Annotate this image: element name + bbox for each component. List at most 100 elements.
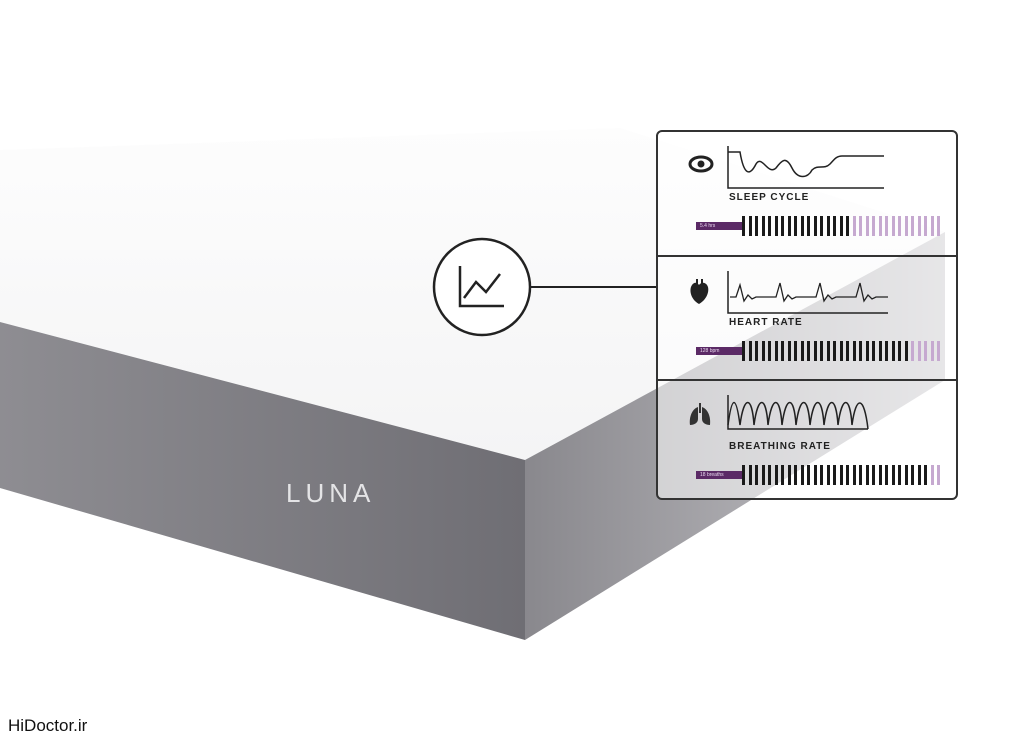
- bar-filled: [748, 465, 752, 485]
- bar-filled: [878, 341, 882, 361]
- heart-icon: [690, 279, 709, 304]
- bar-filled: [768, 216, 771, 236]
- bar-filled: [846, 216, 849, 236]
- bar-filled: [781, 341, 784, 361]
- bar-filled: [865, 341, 869, 361]
- bar-filled: [846, 465, 849, 485]
- bar-empty: [865, 216, 869, 236]
- bar-filled: [852, 341, 856, 361]
- bar-filled: [813, 341, 817, 361]
- bar-filled: [826, 216, 830, 236]
- bar-filled: [800, 465, 804, 485]
- metric-sleep-cycle: SLEEP CYCLE 5.4 hrs: [658, 132, 956, 254]
- bar-filled: [781, 465, 784, 485]
- mattress-front-side: [0, 322, 525, 640]
- bar-empty: [878, 216, 882, 236]
- metric-value: 18 breaths: [696, 471, 744, 479]
- progress-bars: [742, 216, 940, 236]
- bar-filled: [859, 341, 862, 361]
- bar-empty: [911, 216, 914, 236]
- bar-empty: [930, 341, 934, 361]
- bar-filled: [794, 465, 797, 485]
- bar-filled: [885, 341, 888, 361]
- bar-filled: [859, 465, 862, 485]
- brand-logo: LUNA: [286, 478, 376, 508]
- bar-filled: [748, 216, 752, 236]
- bar-filled: [917, 465, 921, 485]
- bar-filled: [826, 341, 830, 361]
- bar-filled: [891, 465, 895, 485]
- bar-empty: [872, 216, 875, 236]
- sleep-cycle-graph: [727, 146, 884, 189]
- chart-circle-icon: [432, 237, 532, 337]
- bar-filled: [748, 341, 752, 361]
- bar-empty: [930, 465, 934, 485]
- bar-filled: [761, 465, 765, 485]
- bar-filled: [787, 341, 791, 361]
- bar-empty: [904, 216, 908, 236]
- bar-filled: [781, 216, 784, 236]
- bar-filled: [742, 216, 745, 236]
- heart-rate-graph: [727, 271, 888, 314]
- breathing-rate-graph: [727, 395, 869, 430]
- bar-filled: [852, 465, 856, 485]
- bar-empty: [917, 341, 921, 361]
- bar-filled: [833, 341, 836, 361]
- metric-value: 5.4 hrs: [696, 222, 744, 230]
- bar-filled: [820, 465, 823, 485]
- bar-filled: [878, 465, 882, 485]
- bar-filled: [807, 341, 810, 361]
- bar-filled: [813, 465, 817, 485]
- bar-empty: [924, 216, 927, 236]
- progress-bars: [742, 341, 940, 361]
- eye-icon: [688, 155, 714, 173]
- bar-filled: [768, 341, 771, 361]
- metric-breathing-rate: BREATHING RATE 18 breaths: [658, 379, 956, 503]
- bar-filled: [807, 465, 810, 485]
- bar-filled: [787, 216, 791, 236]
- metrics-panel: SLEEP CYCLE 5.4 hrs HEART RATE 128 bpm B…: [656, 130, 958, 500]
- bar-filled: [839, 216, 843, 236]
- bar-empty: [911, 341, 914, 361]
- bar-filled: [761, 216, 765, 236]
- bar-filled: [820, 216, 823, 236]
- bar-filled: [820, 341, 823, 361]
- bar-filled: [742, 341, 745, 361]
- bar-filled: [885, 465, 888, 485]
- metric-value: 128 bpm: [696, 347, 744, 355]
- bar-filled: [761, 341, 765, 361]
- bar-filled: [755, 216, 758, 236]
- bar-filled: [755, 341, 758, 361]
- metric-heart-rate: HEART RATE 128 bpm: [658, 255, 956, 379]
- bar-filled: [800, 216, 804, 236]
- bar-filled: [768, 465, 771, 485]
- bar-empty: [891, 216, 895, 236]
- lungs-icon: [689, 403, 711, 425]
- bar-filled: [898, 341, 901, 361]
- bar-filled: [807, 216, 810, 236]
- bar-empty: [917, 216, 921, 236]
- bar-empty: [898, 216, 901, 236]
- bar-filled: [813, 216, 817, 236]
- bar-filled: [774, 465, 778, 485]
- bar-filled: [872, 341, 875, 361]
- bar-filled: [794, 216, 797, 236]
- bar-filled: [846, 341, 849, 361]
- bar-empty: [930, 216, 934, 236]
- bar-filled: [774, 341, 778, 361]
- bar-filled: [891, 341, 895, 361]
- bar-filled: [872, 465, 875, 485]
- bar-filled: [774, 216, 778, 236]
- bar-filled: [924, 465, 927, 485]
- bar-filled: [742, 465, 745, 485]
- bar-filled: [904, 465, 908, 485]
- bar-empty: [937, 341, 940, 361]
- bar-filled: [833, 216, 836, 236]
- bar-filled: [833, 465, 836, 485]
- bar-filled: [839, 341, 843, 361]
- bar-filled: [800, 341, 804, 361]
- bar-filled: [911, 465, 914, 485]
- bar-filled: [794, 341, 797, 361]
- watermark: HiDoctor.ir: [8, 716, 88, 735]
- bar-filled: [898, 465, 901, 485]
